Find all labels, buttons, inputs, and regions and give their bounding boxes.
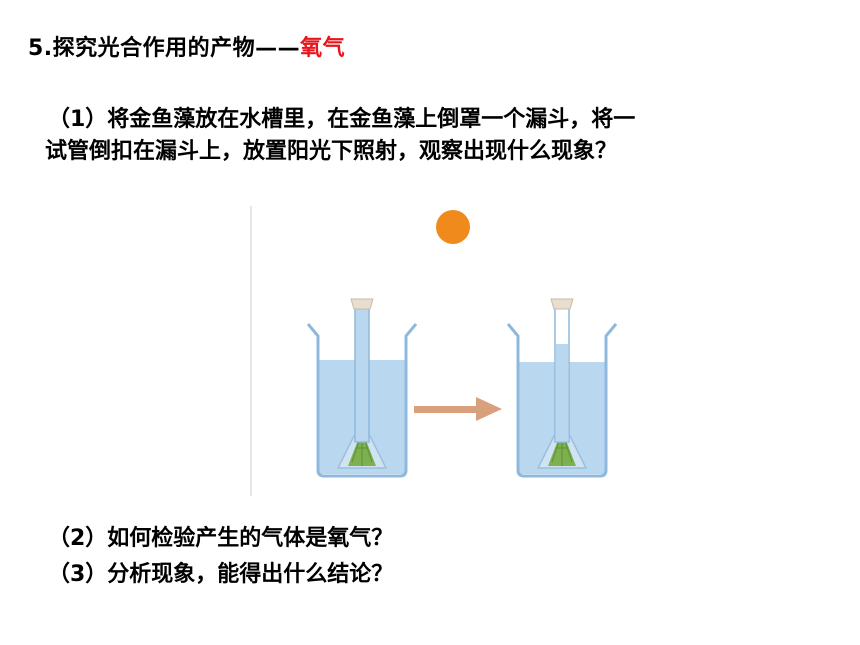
question-2: （2）如何检验产生的气体是氧气？ xyxy=(48,526,394,551)
title-prefix: 5.探究光合作用的产物—— xyxy=(28,36,301,61)
waterweed-plant xyxy=(348,430,376,466)
question-1-line-1: （1）将金鱼藻放在水槽里，在金鱼藻上倒罩一个漏斗，将一 xyxy=(48,107,636,132)
slide-title: 5.探究光合作用的产物——氧气 xyxy=(28,30,345,62)
question-1-line-2: 试管倒扣在漏斗上，放置阳光下照射，观察出现什么现象？ xyxy=(45,139,618,164)
question-3: （3）分析现象，能得出什么结论？ xyxy=(48,562,394,587)
arrow-right-icon xyxy=(414,397,502,421)
title-highlight: 氧气 xyxy=(300,36,346,61)
experiment-illustration xyxy=(250,206,618,496)
sun-icon xyxy=(436,210,470,244)
test-tube-with-gas xyxy=(550,298,574,443)
beaker-before xyxy=(306,298,418,478)
beaker-after xyxy=(506,298,618,478)
waterweed-plant xyxy=(548,430,576,466)
test-tube xyxy=(350,298,374,443)
question-1: （1）将金鱼藻放在水槽里，在金鱼藻上倒罩一个漏斗，将一 试管倒扣在漏斗上，放置阳… xyxy=(45,104,828,168)
